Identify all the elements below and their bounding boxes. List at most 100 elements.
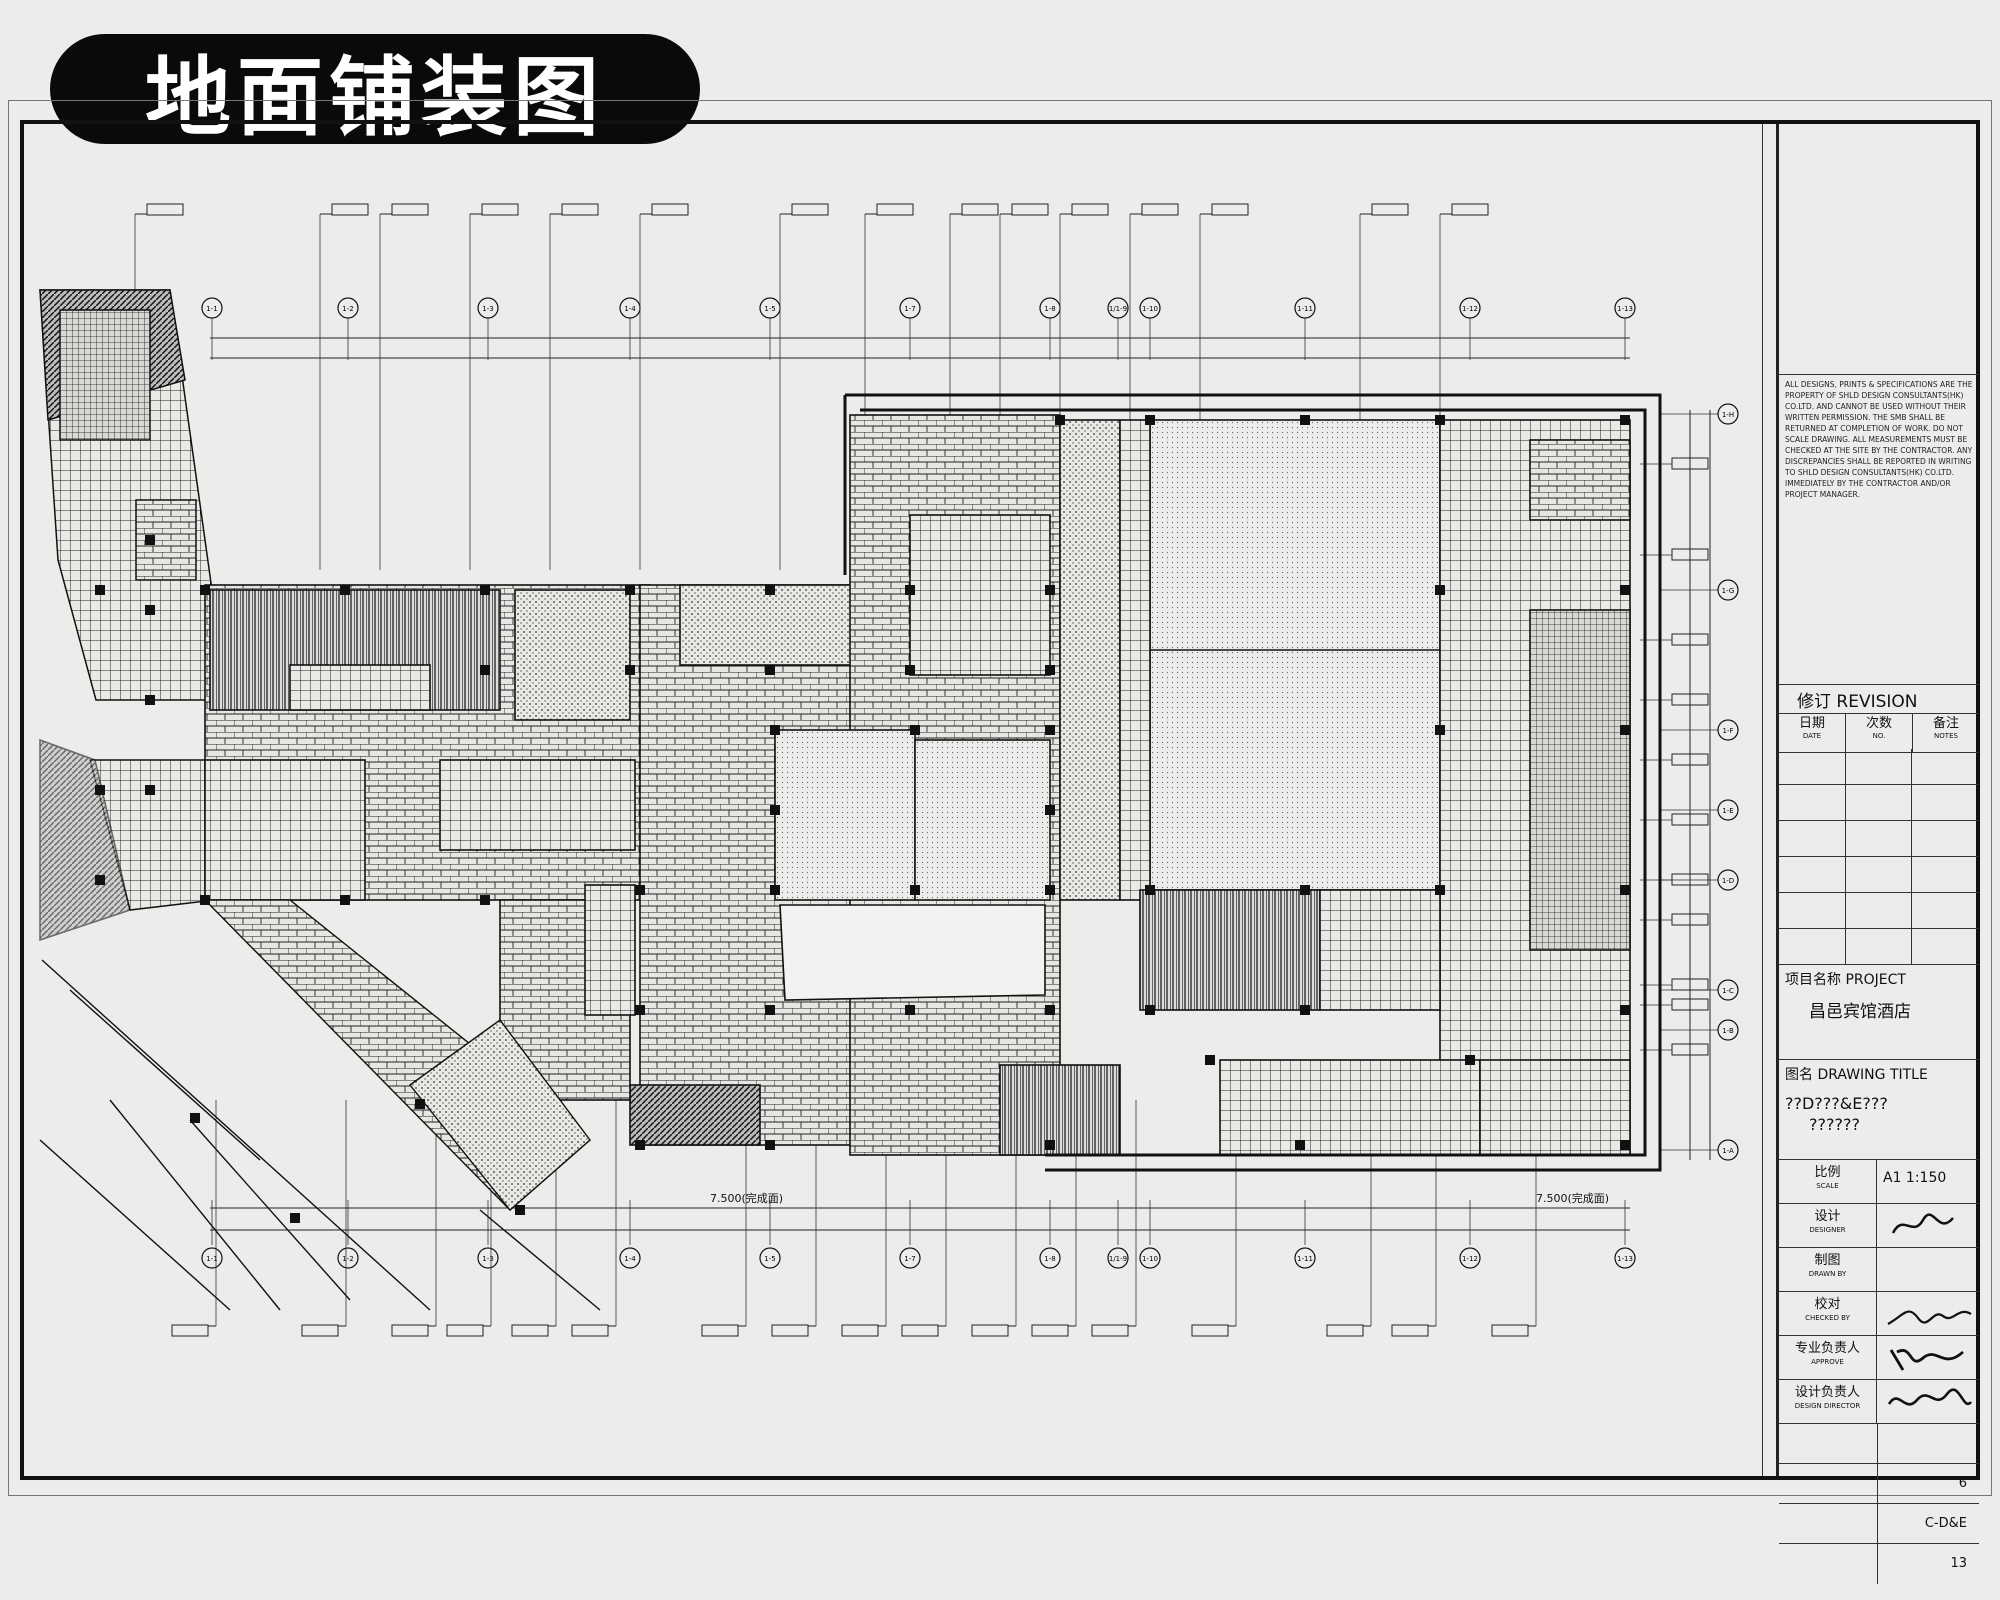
left-wing xyxy=(39,289,216,942)
designer-signature xyxy=(1891,1213,1954,1234)
svg-text:1-3: 1-3 xyxy=(482,305,493,313)
svg-text:1/1-9: 1/1-9 xyxy=(1109,1255,1127,1263)
axis-bubble-right: 1-F xyxy=(1660,719,1739,741)
axis-bubble: 1-8 xyxy=(1039,1247,1061,1269)
svg-text:1-13: 1-13 xyxy=(1617,305,1633,313)
svg-text:1-B: 1-B xyxy=(1722,1027,1734,1035)
svg-text:1-C: 1-C xyxy=(1722,987,1734,995)
checker-signature xyxy=(1887,1310,1972,1325)
svg-text:1-10: 1-10 xyxy=(1142,305,1158,313)
sheet-outer-border xyxy=(8,100,1992,1496)
drawing-title-value-1: ??D???&E??? xyxy=(1785,1094,1888,1113)
axis-bubble-right: 1-E xyxy=(1660,799,1739,821)
axis-bubble: 1-5 xyxy=(759,297,781,319)
svg-text:1-7: 1-7 xyxy=(904,1255,915,1263)
axis-bubble: 1-5 xyxy=(759,1247,781,1269)
axis-bubble: 1-13 xyxy=(1614,1247,1636,1269)
revision-header: 修订 REVISION xyxy=(1797,692,1918,712)
svg-text:1-2: 1-2 xyxy=(342,305,353,313)
axis-bubble: 1-13 xyxy=(1614,297,1636,319)
building-outline xyxy=(843,393,1662,1172)
sheet-row-3: C-D&E xyxy=(1779,1503,1979,1544)
axis-bubble: 1-1 xyxy=(201,1247,223,1269)
main-floor-plan xyxy=(204,414,1631,1156)
project-section: 项目名称 PROJECT 昌邑宾馆酒店 xyxy=(1779,964,1979,1059)
svg-text:1-4: 1-4 xyxy=(624,305,636,313)
title-block: ALL DESIGNS, PRINTS & SPECIFICATIONS ARE… xyxy=(1776,124,1979,1584)
svg-text:1-1: 1-1 xyxy=(206,1255,217,1263)
project-value: 昌邑宾馆酒店 xyxy=(1809,1002,1911,1022)
axis-bubble: 1/1-9 xyxy=(1107,1247,1129,1269)
svg-text:1-F: 1-F xyxy=(1722,727,1733,735)
scale-value: A1 1:150 xyxy=(1883,1170,1947,1186)
drawing-title-value-2: ?????? xyxy=(1809,1115,1860,1134)
drawing-title-banner: 地面铺装图 xyxy=(50,34,700,148)
axis-bubble: 1-7 xyxy=(899,1247,921,1269)
axis-bubble: 1-3 xyxy=(477,1247,499,1269)
svg-text:1-5: 1-5 xyxy=(764,1255,775,1263)
level-mark-right: 7.500(完成面) xyxy=(1536,1191,1609,1205)
svg-text:1-12: 1-12 xyxy=(1462,1255,1478,1263)
sheet-row-4: 13 xyxy=(1779,1543,1979,1584)
svg-text:1-11: 1-11 xyxy=(1297,305,1313,313)
axis-bubble: 1-10 xyxy=(1139,1247,1161,1269)
svg-text:1-E: 1-E xyxy=(1722,807,1733,815)
axis-bubble: 1-2 xyxy=(337,297,359,319)
svg-text:1-5: 1-5 xyxy=(764,305,775,313)
svg-text:1-4: 1-4 xyxy=(624,1255,636,1263)
revision-rows xyxy=(1779,749,1979,965)
svg-text:1-7: 1-7 xyxy=(904,305,915,313)
axis-bubble: 1-12 xyxy=(1459,1247,1481,1269)
sheet-row-1 xyxy=(1779,1423,1979,1464)
director-signature xyxy=(1887,1388,1973,1406)
svg-text:1-G: 1-G xyxy=(1722,587,1735,595)
axis-bubble: 1-11 xyxy=(1294,1247,1316,1269)
axis-bubble: 1-3 xyxy=(477,297,499,319)
axis-bubble: 1-7 xyxy=(899,297,921,319)
axis-bubble: 1-11 xyxy=(1294,297,1316,319)
drawing-title-label: 图名 DRAWING TITLE xyxy=(1785,1067,1928,1083)
title-block-strip xyxy=(1762,124,1777,1476)
sheet-row-2: 6 xyxy=(1779,1463,1979,1504)
drawing-title-section: 图名 DRAWING TITLE ??D???&E??? ?????? xyxy=(1779,1059,1979,1159)
svg-text:1-3: 1-3 xyxy=(482,1255,493,1263)
axis-bubble: 1-4 xyxy=(619,297,641,319)
axis-bubble: 1-8 xyxy=(1039,297,1061,319)
axis-bubble: 1-12 xyxy=(1459,297,1481,319)
axis-bubble-right: 1-G xyxy=(1660,579,1739,601)
axis-bubble-right: 1-A xyxy=(1660,1139,1739,1161)
svg-text:1-11: 1-11 xyxy=(1297,1255,1313,1263)
svg-text:1-13: 1-13 xyxy=(1617,1255,1633,1263)
axis-bubble: 1/1-9 xyxy=(1107,297,1129,319)
svg-text:1/1-9: 1/1-9 xyxy=(1109,305,1127,313)
axis-bubble-right: 1-H xyxy=(1660,403,1739,425)
svg-text:1-12: 1-12 xyxy=(1462,305,1478,313)
axis-bubble: 1-1 xyxy=(201,297,223,319)
svg-text:1-H: 1-H xyxy=(1722,411,1734,419)
svg-text:1-D: 1-D xyxy=(1722,877,1734,885)
svg-text:1-8: 1-8 xyxy=(1044,1255,1055,1263)
copyright-notes: ALL DESIGNS, PRINTS & SPECIFICATIONS ARE… xyxy=(1779,374,1979,686)
level-mark-left: 7.500(完成面) xyxy=(710,1191,783,1205)
project-label: 项目名称 PROJECT xyxy=(1785,972,1906,988)
axis-bubble-right: 1-B xyxy=(1660,1019,1739,1041)
angled-annex xyxy=(39,899,601,1311)
axis-bubble: 1-10 xyxy=(1139,297,1161,319)
svg-text:1-A: 1-A xyxy=(1722,1147,1734,1155)
svg-text:1-2: 1-2 xyxy=(342,1255,353,1263)
svg-text:1-10: 1-10 xyxy=(1142,1255,1158,1263)
axis-bubble: 1-4 xyxy=(619,1247,641,1269)
svg-text:1-8: 1-8 xyxy=(1044,305,1055,313)
axis-bubble: 1-2 xyxy=(337,1247,359,1269)
